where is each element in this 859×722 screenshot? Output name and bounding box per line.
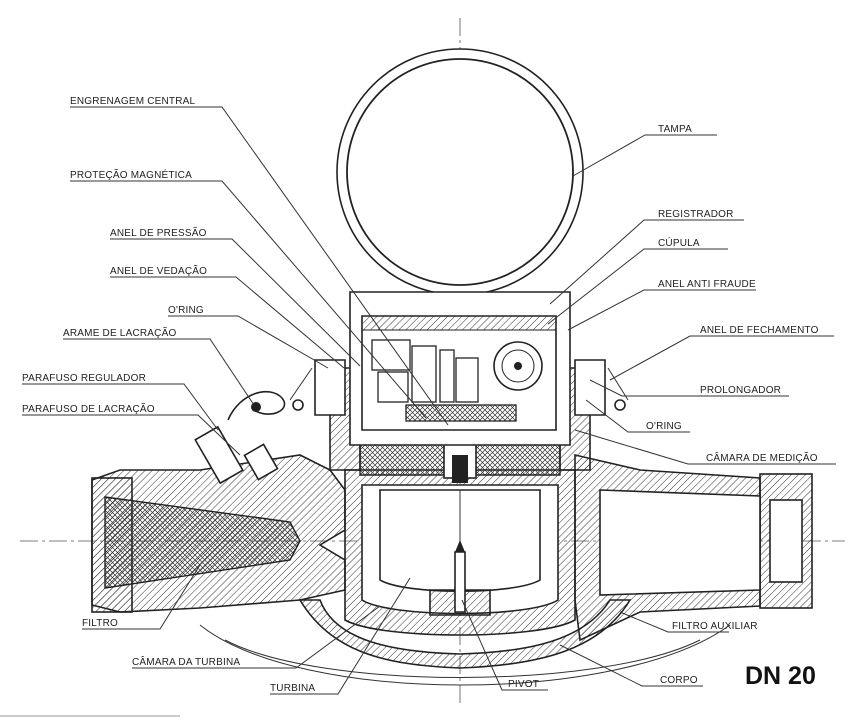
label-filtro-auxiliar: FILTRO AUXILIAR (672, 621, 758, 632)
label-oring-left: O'RING (168, 305, 204, 316)
label-cupula: CÚPULA (658, 236, 700, 249)
label-registrador: REGISTRADOR (658, 209, 734, 220)
leaders-right (461, 134, 836, 691)
diagram-title: DN 20 (745, 662, 816, 690)
arame-de-lacracao (194, 390, 286, 485)
label-filtro: FILTRO (82, 618, 118, 629)
label-parafuso-regulador: PARAFUSO REGULADOR (22, 373, 146, 384)
camara-de-medicao (344, 469, 576, 636)
label-oring-right: O'RING (646, 421, 682, 432)
label-tampa: TAMPA (658, 124, 692, 135)
label-parafuso-de-lacracao: PARAFUSO DE LACRAÇÃO (22, 402, 155, 415)
leaders-left (22, 106, 449, 695)
corpo-body (91, 453, 813, 686)
label-anel-anti-fraude: ANEL ANTI FRAUDE (658, 279, 756, 290)
label-protecao-magnetica: PROTEÇÃO MAGNÉTICA (70, 168, 192, 181)
label-camara-da-turbina: CÂMARA DA TURBINA (132, 655, 240, 668)
label-turbina: TURBINA (270, 683, 315, 694)
cupula-registrador (349, 291, 571, 446)
anel-de-fechamento (289, 359, 629, 416)
labels-left: ENGRENAGEM CENTRAL PROTEÇÃO MAGNÉTICA AN… (22, 96, 315, 694)
label-corpo: CORPO (660, 675, 698, 686)
label-anel-de-fechamento: ANEL DE FECHAMENTO (700, 325, 819, 336)
tampa-lid (336, 48, 584, 296)
label-anel-de-vedacao: ANEL DE VEDAÇÃO (110, 264, 207, 277)
label-anel-de-pressao: ANEL DE PRESSÃO (110, 226, 207, 239)
label-arame-de-lacracao: ARAME DE LACRAÇÃO (63, 326, 176, 339)
label-pivot: PIVOT (508, 679, 539, 690)
label-camara-de-medicao: CÂMARA DE MEDIÇÃO (706, 451, 818, 464)
label-engrenagem-central: ENGRENAGEM CENTRAL (70, 96, 196, 107)
labels-right: TAMPA REGISTRADOR CÚPULA ANEL ANTI FRAUD… (508, 124, 819, 690)
label-prolongador: PROLONGADOR (700, 385, 781, 396)
